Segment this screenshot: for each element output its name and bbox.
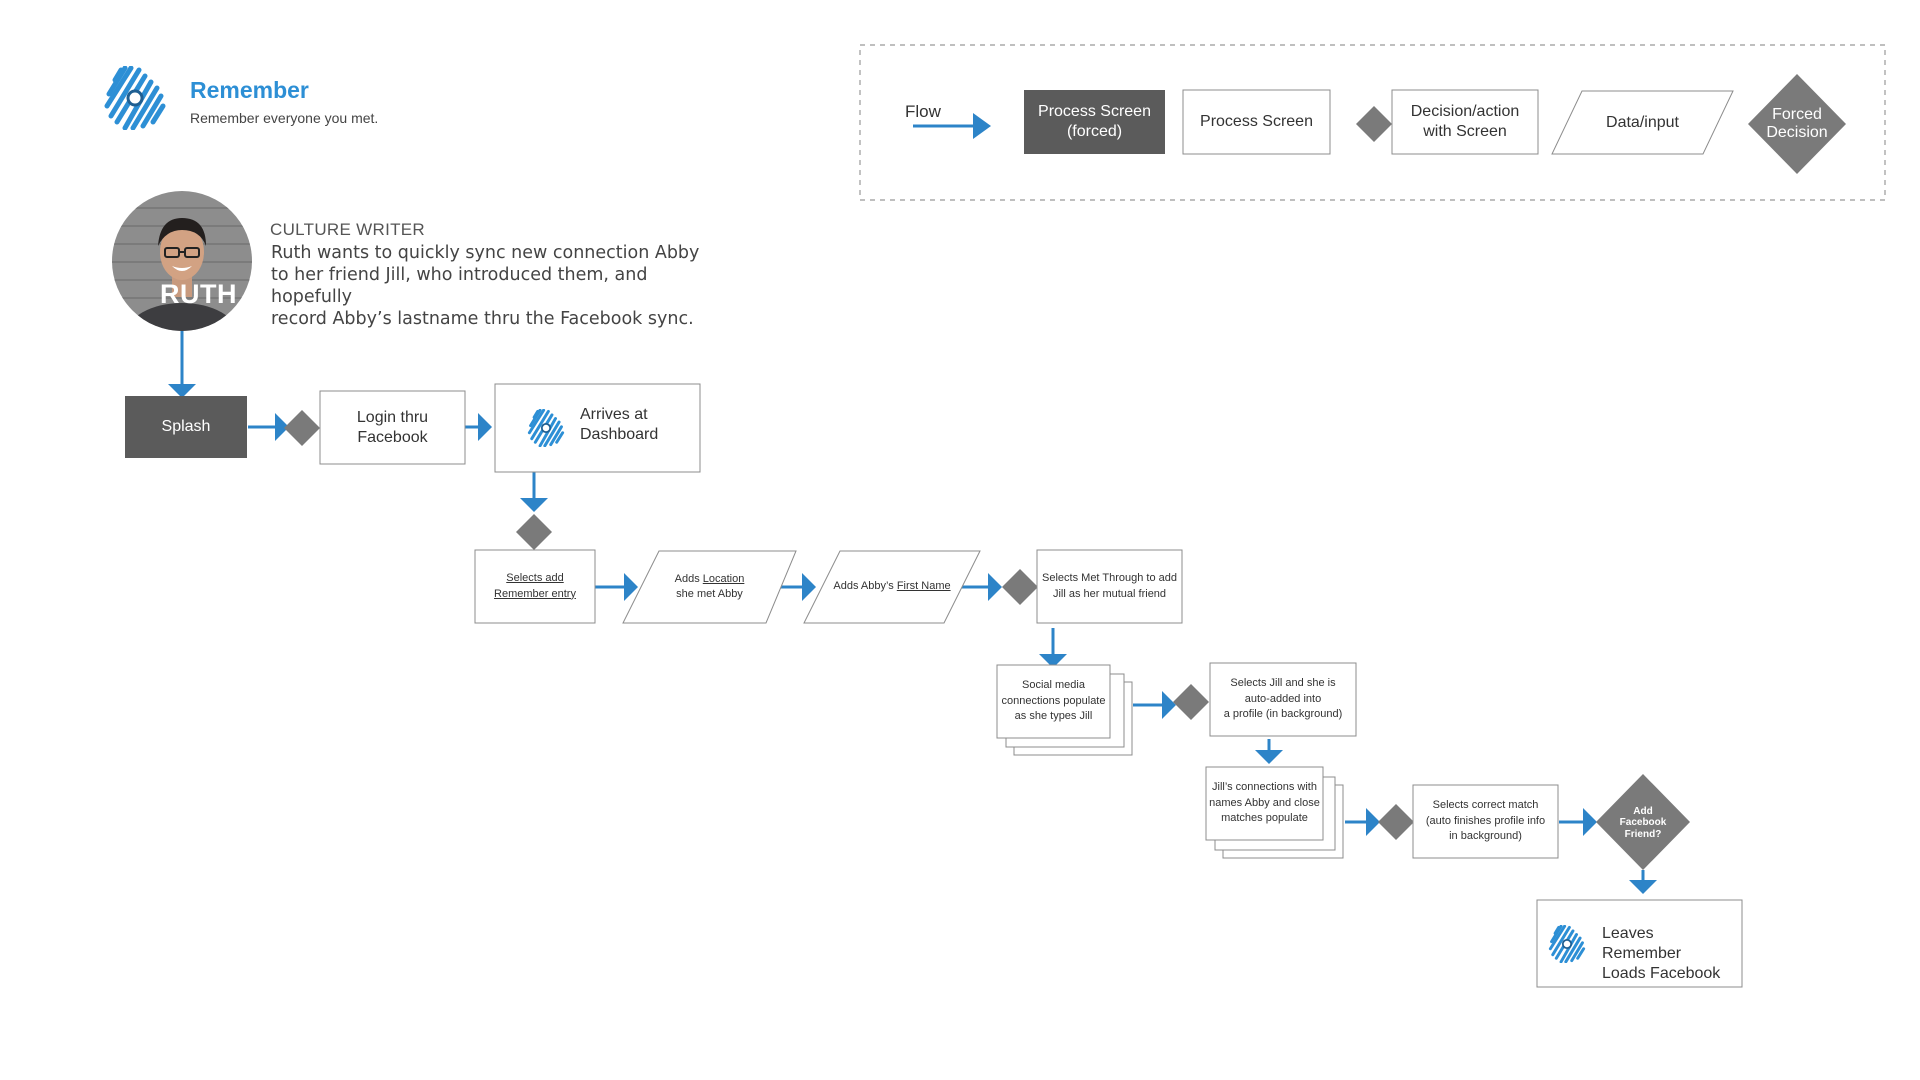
selects-match-box bbox=[1412, 784, 1559, 859]
legend-flow-label: Flow bbox=[905, 102, 941, 121]
selects-match-decision-diamond bbox=[1378, 804, 1414, 840]
remember-logo-icon bbox=[107, 68, 163, 128]
brand-title: Remember bbox=[190, 77, 309, 103]
met-through-box bbox=[1036, 549, 1183, 624]
legend-process-screen-shape bbox=[1182, 89, 1331, 155]
login-decision-diamond bbox=[284, 410, 320, 446]
legend-process-forced-label: Process Screen(forced) bbox=[1038, 103, 1151, 140]
legend-forced-decision-shape bbox=[1748, 74, 1846, 174]
avatar-name: RUTH bbox=[160, 279, 237, 309]
persona-description: Ruth wants to quickly sync new connectio… bbox=[271, 243, 700, 329]
splash-box bbox=[125, 396, 247, 458]
legend-flow-arrowhead bbox=[973, 113, 991, 139]
selects-jill-box bbox=[1209, 662, 1357, 737]
met-through-decision-diamond bbox=[1002, 569, 1038, 605]
adds-location-label: Adds Location she met Abby bbox=[674, 572, 745, 600]
selects-add-box bbox=[474, 549, 596, 624]
adds-first-name-shape bbox=[803, 550, 981, 624]
legend-decision-box bbox=[1391, 89, 1539, 155]
adds-first-name-label: Adds Abby’s First Name bbox=[833, 580, 951, 593]
legend-process-forced-shape bbox=[1024, 90, 1165, 154]
splash-label: Splash bbox=[161, 418, 211, 435]
avatar bbox=[112, 191, 252, 331]
selects-jill-decision-diamond bbox=[1173, 684, 1209, 720]
login-box bbox=[319, 390, 466, 465]
legend-data-input-shape bbox=[1551, 90, 1734, 155]
met-through-label: Selects Met Through to add Jill as her m… bbox=[1042, 572, 1177, 600]
dashboard-box bbox=[494, 383, 701, 473]
social-media-box bbox=[996, 664, 1111, 739]
persona-role: CULTURE WRITER bbox=[270, 220, 425, 239]
brand-tagline: Remember everyone you met. bbox=[190, 110, 379, 126]
selects-add-decision-diamond bbox=[516, 514, 552, 550]
legend-decision-diamond bbox=[1356, 106, 1392, 142]
adds-location-shape bbox=[622, 550, 797, 624]
selects-match-label: Selects correct match(auto finishes prof… bbox=[1425, 799, 1546, 843]
legend-process-screen-label: Process Screen bbox=[1200, 113, 1313, 130]
legend-data-input-label: Data/input bbox=[1606, 113, 1679, 131]
jills-connections-box bbox=[1205, 766, 1324, 841]
legend-frame bbox=[859, 44, 1886, 201]
add-facebook-friend-diamond bbox=[1596, 774, 1690, 870]
